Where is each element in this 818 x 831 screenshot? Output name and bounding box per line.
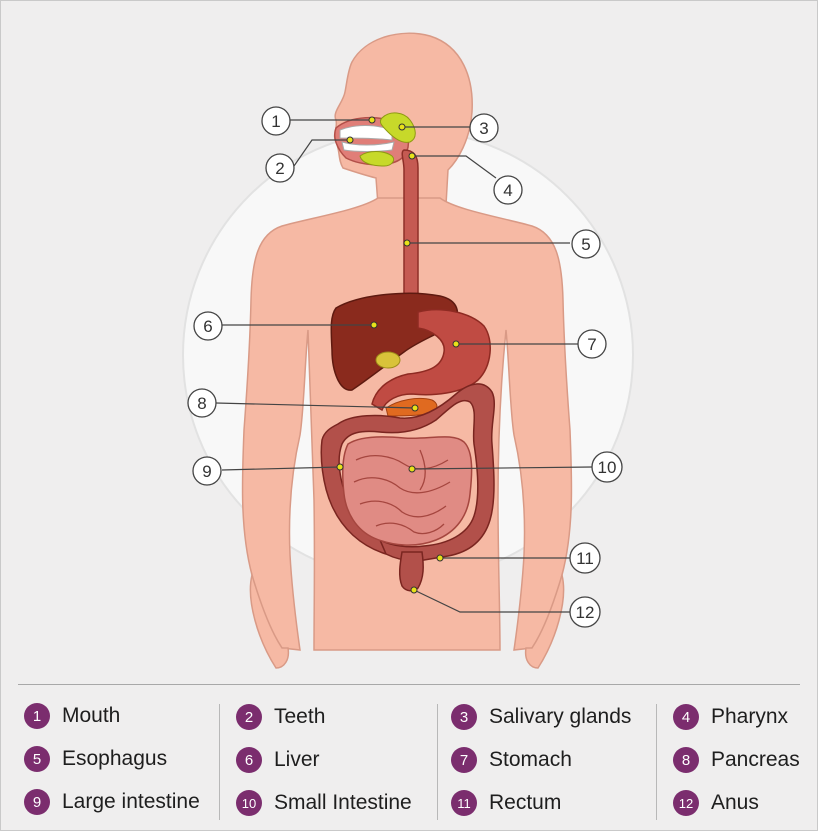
legend-badge: 12 [673, 790, 699, 816]
legend-label: Large intestine [62, 790, 200, 813]
callout-9: 9 [192, 456, 222, 486]
legend-item-small-intestine: 10 Small Intestine [236, 789, 412, 817]
callout-8-number: 8 [197, 394, 206, 413]
callout-10-number: 10 [598, 458, 617, 477]
legend-item-large-intestine: 9 Large intestine [24, 788, 200, 816]
legend-divider [18, 684, 800, 685]
callout-5: 5 [571, 229, 601, 259]
legend-item-teeth: 2 Teeth [236, 703, 325, 731]
callout-1: 1 [261, 106, 291, 136]
callout-5-number: 5 [581, 235, 590, 254]
legend-item-stomach: 7 Stomach [451, 746, 572, 774]
legend-badge: 4 [673, 704, 699, 730]
legend-badge: 10 [236, 790, 262, 816]
small-intestine-coils [353, 449, 451, 535]
legend-label: Small Intestine [274, 791, 412, 814]
legend-item-anus: 12 Anus [673, 789, 759, 817]
callout-4: 4 [493, 175, 523, 205]
callout-7-number: 7 [587, 335, 596, 354]
legend-item-liver: 6 Liver [236, 746, 320, 774]
callout-11: 11 [569, 542, 601, 574]
callout-6: 6 [193, 311, 223, 341]
legend-column-separator [437, 704, 438, 820]
legend-label: Salivary glands [489, 705, 632, 728]
legend-label: Anus [711, 791, 759, 814]
legend-badge: 11 [451, 790, 477, 816]
legend-column-separator [219, 704, 220, 820]
gallbladder-shape [375, 351, 401, 369]
legend-label: Stomach [489, 748, 572, 771]
legend-item-salivary-glands: 3 Salivary glands [451, 703, 631, 731]
legend-badge: 3 [451, 704, 477, 730]
callout-3-number: 3 [479, 119, 488, 138]
legend-item-pharynx: 4 Pharynx [673, 703, 788, 731]
callouts: 1 2 3 4 5 6 7 8 [187, 106, 623, 628]
callout-2-number: 2 [275, 159, 284, 178]
leader-lines [215, 119, 593, 613]
legend-item-rectum: 11 Rectum [451, 789, 561, 817]
stomach-shape [371, 308, 491, 412]
callout-10: 10 [591, 451, 623, 483]
legend-badge: 6 [236, 747, 262, 773]
callout-3: 3 [469, 113, 499, 143]
legend-label: Rectum [489, 791, 562, 814]
digestive-system-diagram: 1 2 3 4 5 6 7 8 [182, 32, 634, 669]
legend-badge: 9 [24, 789, 50, 815]
callout-12: 12 [569, 596, 601, 628]
callout-8: 8 [187, 388, 217, 418]
legend-badge: 1 [24, 703, 50, 729]
callout-4-number: 4 [503, 181, 512, 200]
callout-6-number: 6 [203, 317, 212, 336]
callout-7: 7 [577, 329, 607, 359]
legend-item-mouth: 1 Mouth [24, 702, 120, 730]
legend-label: Mouth [62, 704, 121, 727]
legend-badge: 8 [673, 747, 699, 773]
anchor-dots [336, 116, 460, 594]
legend-label: Pancreas [711, 748, 800, 771]
legend-badge: 7 [451, 747, 477, 773]
legend-column-separator [656, 704, 657, 820]
callout-1-number: 1 [271, 112, 280, 131]
legend-label: Esophagus [62, 747, 168, 770]
callout-12-number: 12 [576, 603, 595, 622]
legend-badge: 2 [236, 704, 262, 730]
salivary-glands [359, 112, 416, 167]
rectum-shape [398, 551, 424, 592]
esophagus-shape [401, 149, 419, 313]
legend-label: Liver [274, 748, 320, 771]
legend-item-esophagus: 5 Esophagus [24, 745, 167, 773]
legend-label: Teeth [274, 705, 326, 728]
legend-item-pancreas: 8 Pancreas [673, 746, 800, 774]
callout-2: 2 [265, 153, 295, 183]
callout-11-number: 11 [576, 549, 594, 568]
legend-label: Pharynx [711, 705, 789, 728]
callout-9-number: 9 [202, 462, 211, 481]
legend-badge: 5 [24, 746, 50, 772]
